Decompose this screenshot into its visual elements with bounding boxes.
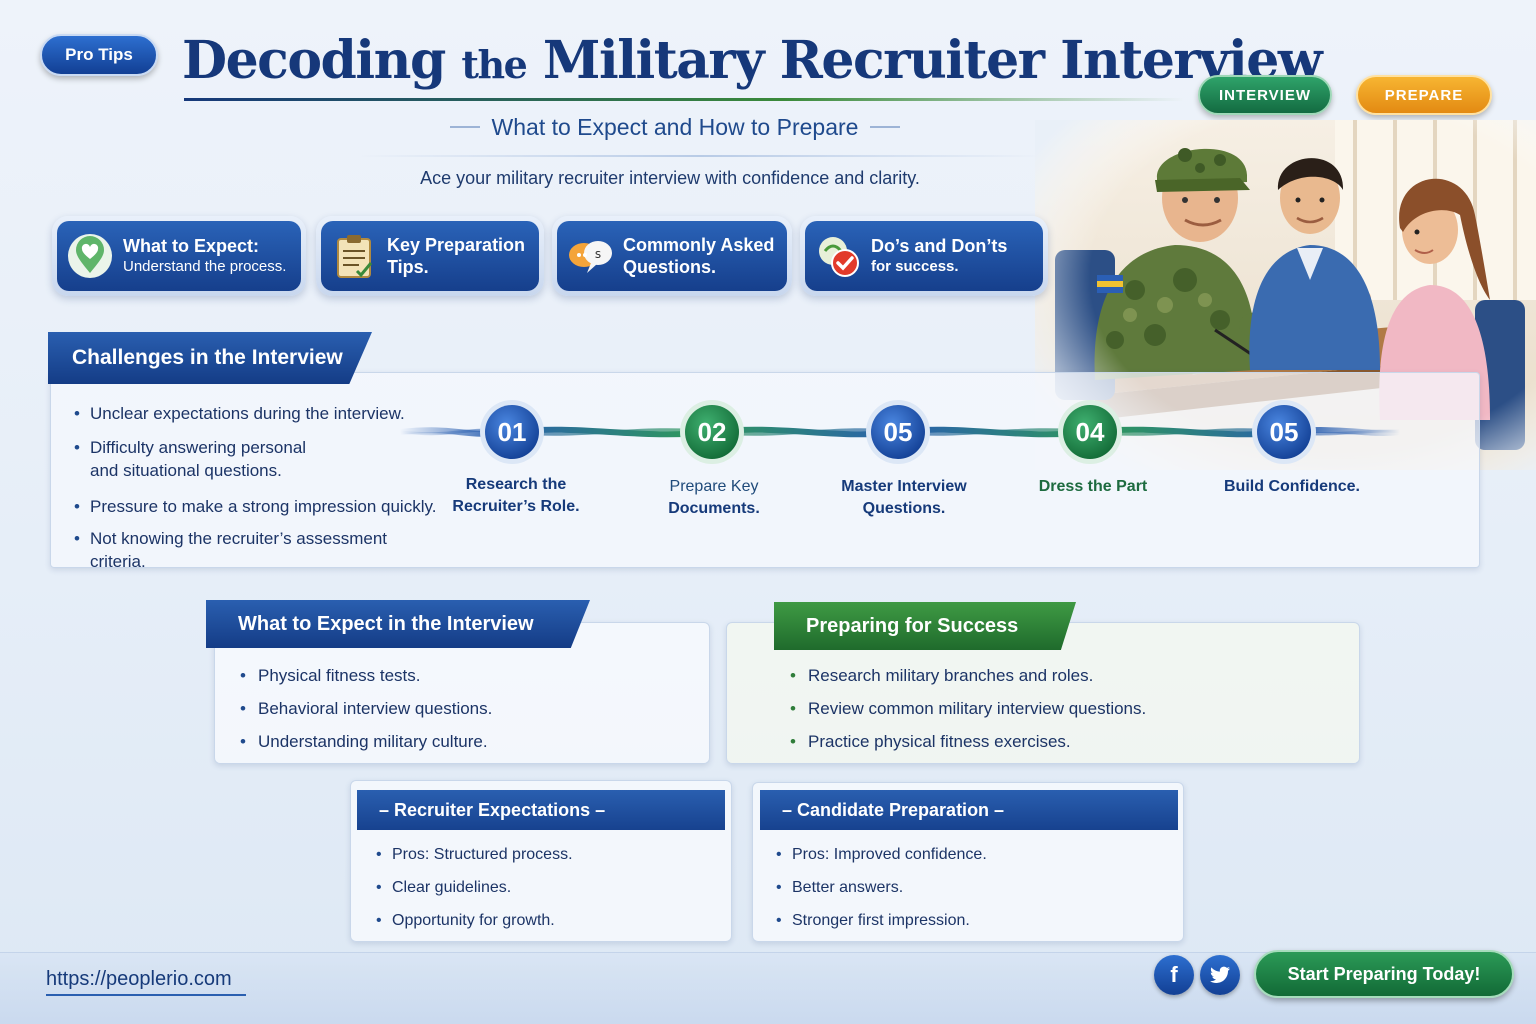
- step-badge-01: 01: [480, 400, 544, 464]
- steps-timeline: 01 02 05 04 05: [400, 400, 1400, 464]
- expect-list: Physical fitness tests. Behavioral inter…: [238, 659, 698, 758]
- website-link[interactable]: https://peoplerio.com: [46, 966, 246, 996]
- list-item: Clear guidelines.: [374, 871, 714, 904]
- list-item: Review common military interview questio…: [788, 692, 1348, 725]
- tile-commonly-asked-sub: Questions.: [623, 257, 717, 277]
- list-item: Practice physical fitness exercises.: [788, 725, 1348, 758]
- list-item: Better answers.: [774, 871, 1164, 904]
- recruiter-heading: – Recruiter Expectations –: [357, 790, 725, 830]
- pro-tips-badge[interactable]: Pro Tips: [40, 34, 158, 76]
- tile-what-to-expect-body: What to Expect: Understand the process.: [57, 221, 301, 291]
- subtitle-text: What to Expect and How to Prepare: [491, 113, 859, 140]
- tile-commonly-asked-title: Commonly Asked: [623, 234, 775, 255]
- prepare-tag[interactable]: PREPARE: [1356, 75, 1492, 115]
- svg-text:s: s: [595, 247, 601, 261]
- step-badge-04: 04: [1058, 400, 1122, 464]
- challenge-item: Difficulty answering personal: [72, 436, 442, 459]
- svg-text:01: 01: [498, 417, 527, 447]
- tile-commonly-asked-body: s Commonly Asked Questions.: [557, 221, 787, 291]
- svg-text:02: 02: [698, 417, 727, 447]
- list-item: Research military branches and roles.: [788, 659, 1348, 692]
- interview-tag[interactable]: INTERVIEW: [1198, 75, 1332, 115]
- expect-heading: What to Expect in the Interview: [206, 600, 590, 648]
- challenge-item: Not knowing the recruiter’s assessment c…: [72, 527, 442, 573]
- tile-key-preparation-title: Key Preparation: [387, 234, 526, 255]
- list-item: Opportunity for growth.: [374, 904, 714, 937]
- checkmark-icon: [819, 237, 859, 277]
- step-badge-02: 02: [680, 400, 744, 464]
- tile-dos-donts[interactable]: Do’s and Don’ts for success.: [800, 216, 1048, 296]
- tagline: Ace your military recruiter interview wi…: [420, 168, 920, 188]
- twitter-bird-icon: [1209, 966, 1230, 983]
- step-label-04: Dress the Part: [1038, 478, 1148, 495]
- clipboard-icon: [337, 235, 373, 278]
- svg-text:05: 05: [1270, 417, 1299, 447]
- tile-key-preparation-sub: Tips.: [387, 257, 429, 277]
- subtitle-divider: [360, 155, 1040, 157]
- tile-what-to-expect[interactable]: What to Expect: Understand the process.: [52, 216, 306, 296]
- title-underline: [184, 98, 1184, 101]
- prep-list: Research military branches and roles. Re…: [788, 659, 1348, 758]
- recruiter-list: Pros: Structured process. Clear guidelin…: [374, 838, 714, 937]
- twitter-icon[interactable]: [1200, 955, 1240, 995]
- tile-what-to-expect-title: What to Expect:: [123, 236, 260, 257]
- list-item: Physical fitness tests.: [238, 659, 698, 692]
- candidate-heading: – Candidate Preparation –: [760, 790, 1178, 830]
- challenges-list: Unclear expectations during the intervie…: [72, 402, 442, 573]
- svg-text:04: 04: [1076, 417, 1105, 447]
- tile-key-preparation-body: Key Preparation Tips.: [321, 221, 539, 291]
- tile-commonly-asked[interactable]: s Commonly Asked Questions.: [552, 216, 792, 296]
- list-item: Pros: Improved confidence.: [774, 838, 1164, 871]
- tile-what-to-expect-sub: Understand the process.: [123, 257, 287, 275]
- step-badge-03: 05: [866, 400, 930, 464]
- challenge-item: Unclear expectations during the intervie…: [72, 402, 442, 425]
- facebook-icon[interactable]: f: [1154, 955, 1194, 995]
- subtitle-dash-right: [870, 126, 901, 128]
- list-item: Behavioral interview questions.: [238, 692, 698, 725]
- page-title: Decoding the Military Recruiter Intervie…: [182, 30, 1323, 91]
- challenge-item: Pressure to make a strong impression qui…: [72, 495, 442, 518]
- page-subtitle: What to Expect and How to Prepare: [380, 112, 970, 142]
- tile-dos-donts-sub: for success.: [871, 257, 959, 275]
- start-preparing-button[interactable]: Start Preparing Today!: [1254, 950, 1514, 998]
- prep-heading: Preparing for Success: [774, 602, 1076, 650]
- candidate-list: Pros: Improved confidence. Better answer…: [774, 838, 1164, 937]
- subtitle-dash-left: [449, 126, 480, 128]
- step-label-05: Build Confidence.: [1224, 478, 1360, 495]
- list-item: Understanding military culture.: [238, 725, 698, 758]
- list-item: Stronger first impression.: [774, 904, 1164, 937]
- speech-bubbles-icon: s: [569, 241, 612, 273]
- list-item: Pros: Structured process.: [374, 838, 714, 871]
- tile-key-preparation[interactable]: Key Preparation Tips.: [316, 216, 544, 296]
- tile-dos-donts-title: Do’s and Don’ts: [871, 236, 1008, 257]
- challenges-heading: Challenges in the Interview: [48, 332, 372, 384]
- step-badge-05: 05: [1252, 400, 1316, 464]
- tile-dos-donts-body: Do’s and Don’ts for success.: [805, 221, 1043, 291]
- svg-text:05: 05: [884, 417, 913, 447]
- challenge-item-continued: and situational questions.: [90, 461, 282, 480]
- location-heart-icon: [68, 234, 112, 278]
